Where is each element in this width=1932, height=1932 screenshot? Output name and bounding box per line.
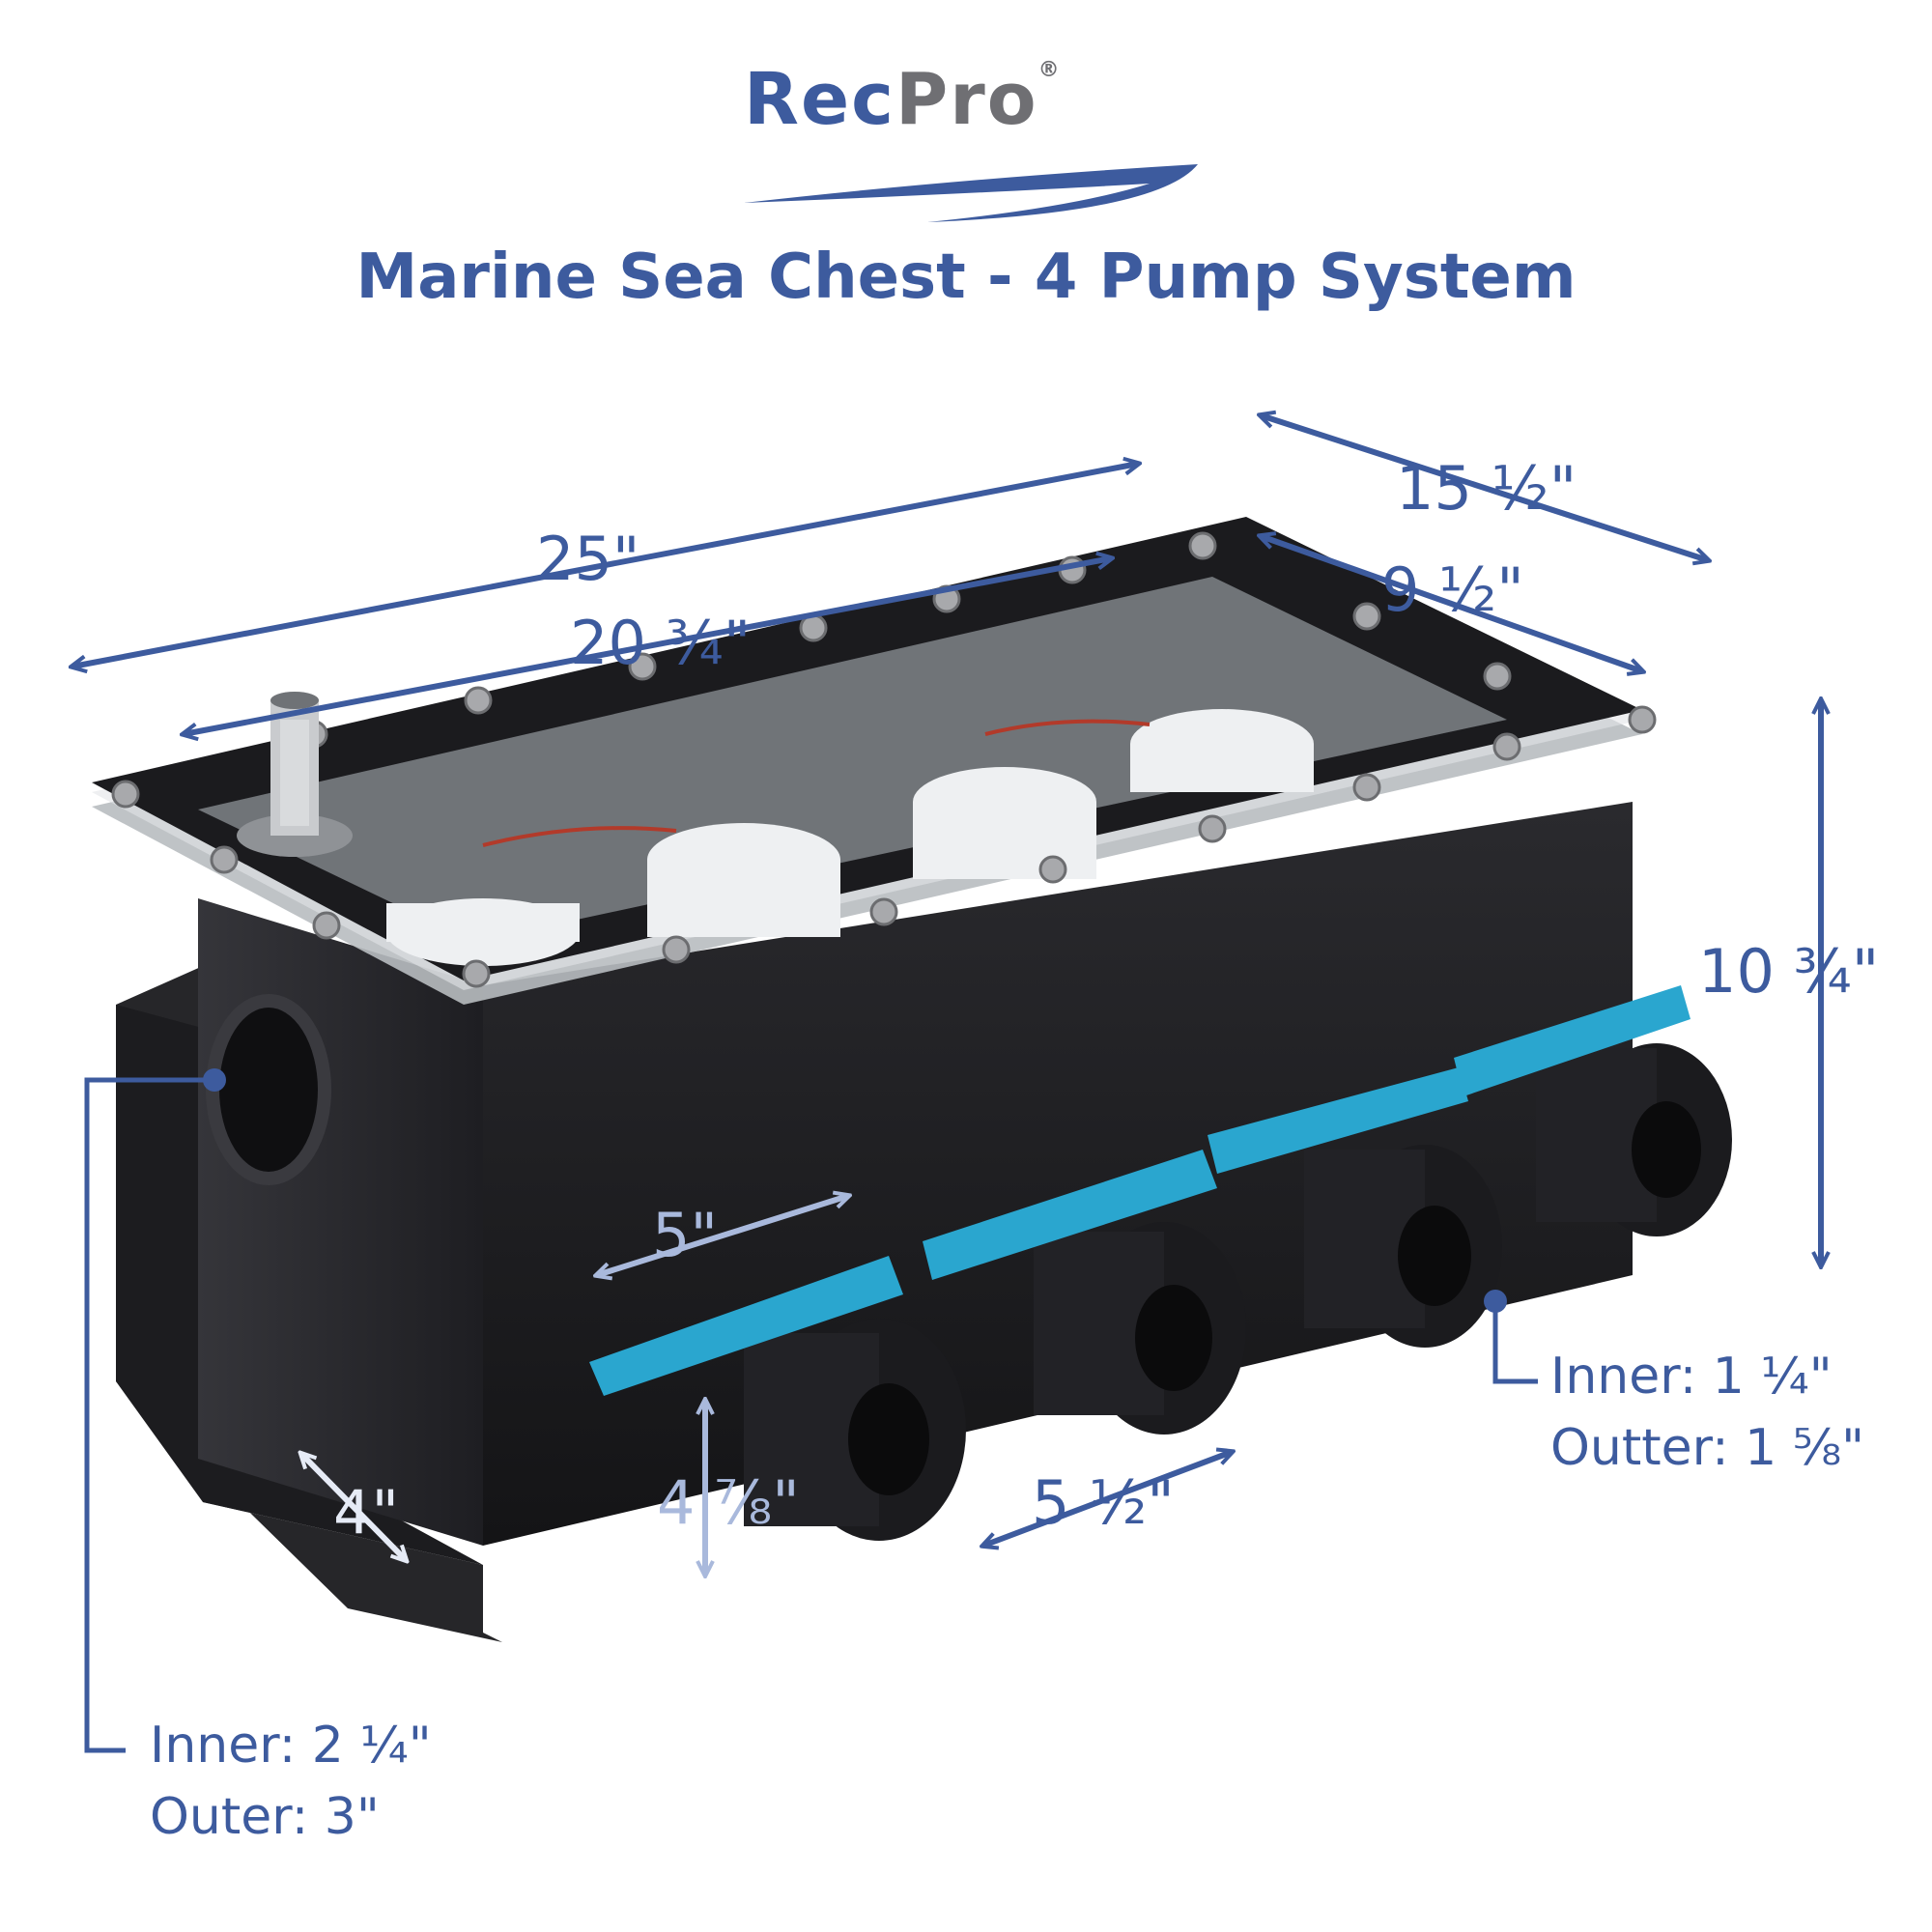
side-port-inner: Inner: 2 ¼" xyxy=(150,1717,432,1775)
dimension-arrows xyxy=(72,415,1821,1575)
page-title: Marine Sea Chest - 4 Pump System xyxy=(355,242,1577,313)
dim-valve-spacing: 5" xyxy=(652,1200,718,1270)
side-port xyxy=(206,994,331,1185)
logo-wordmark: RecPro® xyxy=(744,58,1062,141)
chest-side-wall xyxy=(198,898,483,1546)
callout-leaders xyxy=(84,1068,1538,1753)
side-port-callout: Inner: 2 ¼" Outer: 3" xyxy=(150,1710,432,1853)
side-port-outer: Outer: 3" xyxy=(150,1788,380,1846)
dim-flange-width: 4" xyxy=(333,1477,399,1548)
valves xyxy=(589,985,1732,1541)
valve-port-callout: Inner: 1 ¼" Outter: 1 ⅝" xyxy=(1550,1341,1864,1484)
valve-port-inner: Inner: 1 ¼" xyxy=(1550,1348,1833,1406)
logo-swoosh-icon xyxy=(744,164,1198,222)
dim-height: 10 ¾" xyxy=(1698,936,1880,1007)
dim-valve-offset: 5 ½" xyxy=(1032,1467,1175,1538)
dim-inner-width: 9 ½" xyxy=(1381,554,1524,625)
dim-valve-height: 4 ⅞" xyxy=(657,1467,800,1538)
valve-port-outer: Outter: 1 ⅝" xyxy=(1550,1419,1865,1477)
dim-overall-width: 15 ½" xyxy=(1396,453,1577,524)
lid-window xyxy=(198,577,1507,942)
recpro-logo: RecPro® xyxy=(744,58,1198,222)
dim-inner-length: 20 ¾" xyxy=(570,608,752,678)
dim-overall-length: 25" xyxy=(536,524,640,594)
